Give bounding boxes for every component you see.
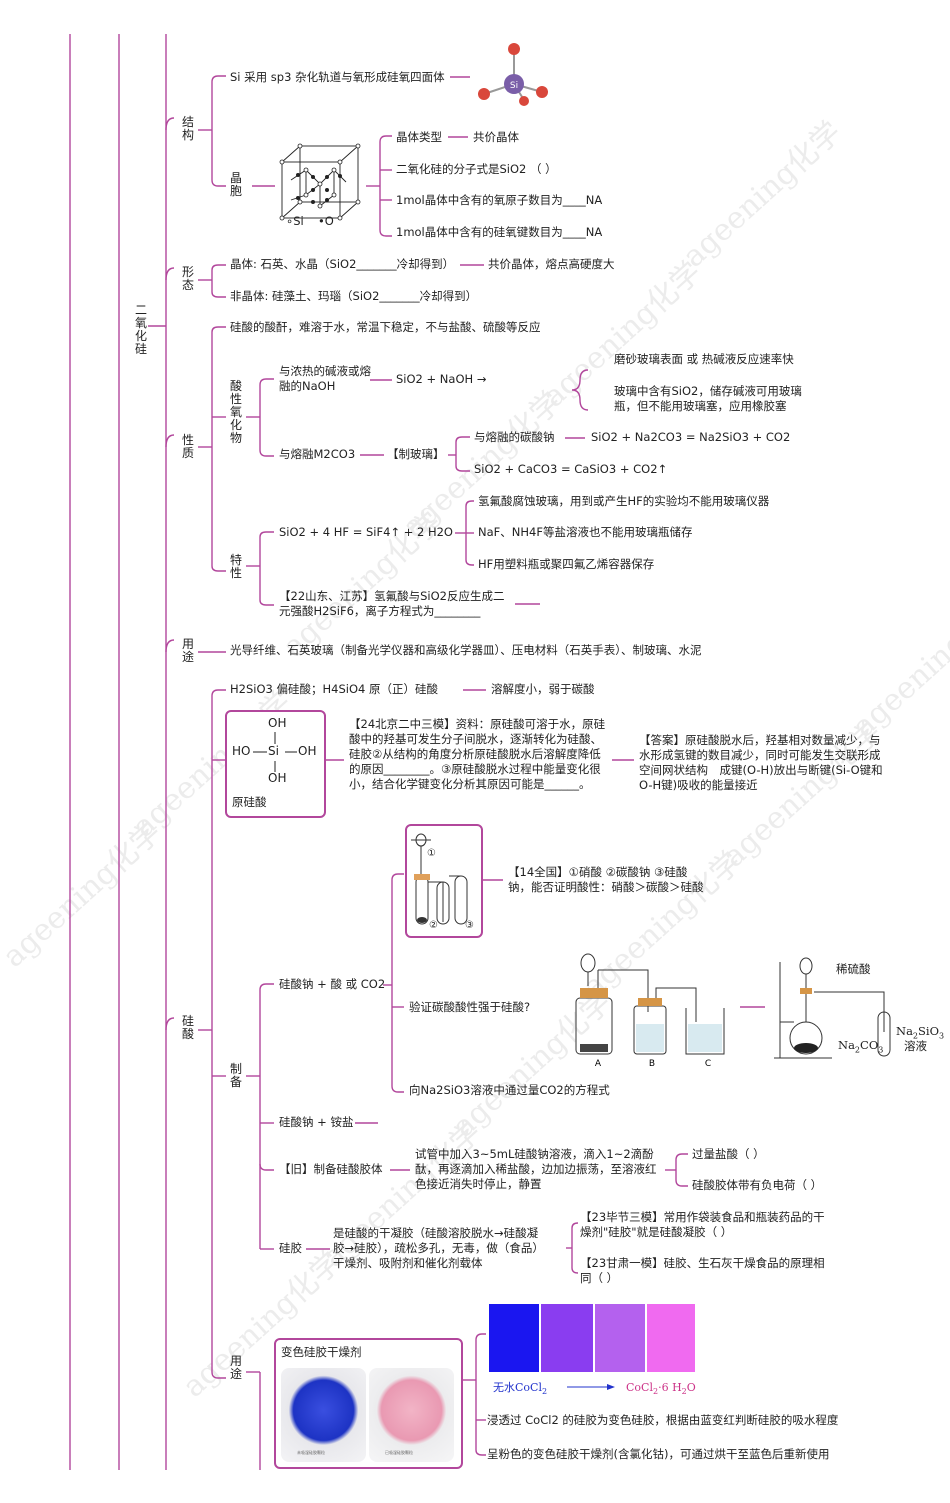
crystal-cell-diagram bbox=[279, 143, 361, 221]
node-cell: 晶胞 bbox=[229, 171, 242, 198]
oh-bottom: OH bbox=[268, 771, 287, 785]
special-note-2: NaF、NH4F等盐溶液也不能用玻璃瓶储存 bbox=[478, 525, 693, 539]
app-mark-1: ① bbox=[427, 848, 436, 859]
uses-text: 光导纤维、石英玻璃（制备光学仪器和高级化学器皿）、压电材料（石英手表）、制玻璃、… bbox=[230, 643, 702, 657]
acidic-base-equation: SiO2 + NaOH → bbox=[396, 372, 487, 386]
photo-pink-caption: 已吸湿硅胶颗粒 bbox=[385, 1450, 413, 1455]
label-b: B bbox=[649, 1059, 655, 1069]
apparatus-14-diagram bbox=[411, 833, 468, 925]
label-na2sio3: Na2SiO3 bbox=[896, 1024, 945, 1041]
acidic-na2co3: 与熔融的碳酸钠 bbox=[474, 430, 555, 444]
silicic-formula-line: H2SiO3 偏硅酸；H4SiO4 原（正）硅酸 bbox=[230, 682, 438, 696]
swatch-blue bbox=[489, 1304, 539, 1372]
legend-si: ∘Si bbox=[286, 214, 304, 228]
prep-old-colloid: 【旧】制备硅酸胶体 bbox=[279, 1162, 383, 1176]
acidic-base: 与浓热的碱液或熔融的NaOH bbox=[279, 364, 371, 393]
photo-pink-gel: 已吸湿硅胶颗粒 bbox=[369, 1368, 454, 1462]
special-exam: 【22山东、江苏】氢氟酸与SiO2反应生成二元强酸H2SiF6，离子方程式为__… bbox=[279, 589, 505, 618]
prop-anhydride: 硅酸的酸酐，难溶于水，常温下稳定，不与盐酸、硫酸等反应 bbox=[230, 320, 541, 334]
node-silicic-acid: 硅酸 bbox=[181, 1014, 194, 1041]
acidic-eq-caco3: SiO2 + CaCO3 = CaSiO3 + CO2↑ bbox=[474, 462, 668, 476]
node-properties: 性质 bbox=[181, 433, 194, 460]
orthosilicic-box: OH HO Si OH OH 原硅酸 bbox=[225, 710, 326, 818]
node-structure: 结构 bbox=[181, 115, 194, 142]
acidic-note-1: 磨砂玻璃表面 或 热碱液反应速率快 bbox=[614, 352, 794, 366]
form-noncrystal: 非晶体: 硅藻土、玛瑙（SiO2_______冷却得到） bbox=[230, 289, 478, 303]
cell-item-crystal-type: 晶体类型 bbox=[396, 130, 442, 144]
form-crystal: 晶体: 石英、水晶（SiO2_______冷却得到） bbox=[230, 257, 455, 271]
answer-24beijing: 【答案】原硅酸脱水后，羟基相对数量减少，与水形成氢键的数目减少，同时可能发生交联… bbox=[639, 733, 883, 792]
question-14national: 【14全国】①硝酸 ②碳酸钠 ③硅酸钠，能否证明酸性：硝酸＞碳酸＞硅酸 bbox=[508, 865, 704, 894]
acidic-m2co3: 与熔融M2CO3 bbox=[279, 447, 356, 461]
prep-acid-co2: 硅酸钠 + 酸 或 CO2 bbox=[279, 977, 386, 991]
crystal-type-answer: 共价晶体 bbox=[473, 130, 519, 144]
color-gel-box: 变色硅胶干燥剂 未吸湿硅胶颗粒 已吸湿硅胶颗粒 bbox=[274, 1338, 463, 1469]
gel-question-23a: 【23毕节三模】常用作袋装食品和瓶装药品的干燥剂"硅胶"就是硅酸凝胶（ ） bbox=[580, 1210, 825, 1239]
label-solution: 溶液 bbox=[904, 1039, 927, 1053]
arrow-icon bbox=[567, 1384, 615, 1390]
label-na2co3: Na2CO3 bbox=[838, 1038, 884, 1055]
node-form: 形态 bbox=[181, 265, 194, 292]
acidic-note-2: 玻璃中含有SiO2，储存碱液可用玻璃瓶，但不能用玻璃塞，应用橡胶塞 bbox=[614, 384, 802, 413]
root-node: 二氧化硅 bbox=[134, 303, 147, 356]
apparatus-abc-diagram: A B C bbox=[575, 953, 725, 1069]
label-cocl2-hydrate: CoCl2·6 H2O bbox=[626, 1381, 696, 1397]
acidic-glass-tag: 【制玻璃】 bbox=[387, 447, 445, 461]
gel-description: 是硅酸的干凝胶（硅酸溶胶脱水→硅酸凝胶→硅胶），疏松多孔，无毒，做（食品）干燥剂… bbox=[333, 1226, 544, 1270]
orthosilicic-bonds bbox=[253, 732, 297, 772]
node-silicic-use: 用途 bbox=[229, 1354, 242, 1381]
silicic-formula-note: 溶解度小，弱于碳酸 bbox=[491, 682, 595, 696]
node-special: 特性 bbox=[229, 553, 242, 580]
photo-blue-gel: 未吸湿硅胶颗粒 bbox=[281, 1368, 366, 1462]
swatch-pink bbox=[647, 1304, 695, 1372]
silicon-tetrahedron-molecule: Si bbox=[478, 43, 548, 106]
special-hf-equation: SiO2 + 4 HF = SiF4↑ + 2 H2O bbox=[279, 525, 453, 539]
special-note-3: HF用塑料瓶或聚四氟乙烯容器保存 bbox=[478, 557, 655, 571]
color-gel-title: 变色硅胶干燥剂 bbox=[281, 1345, 362, 1359]
apparatus-14-box: ① ② ③ bbox=[405, 824, 483, 938]
node-uses: 用途 bbox=[181, 637, 194, 664]
gel-question-23b: 【23甘肃一模】硅胶、生石灰干燥食品的原理相同（ ） bbox=[580, 1256, 825, 1285]
orthosilicic-caption: 原硅酸 bbox=[232, 795, 267, 809]
si-center: Si bbox=[268, 744, 279, 758]
cell-item-formula: 二氧化硅的分子式是SiO2 （ ） bbox=[396, 162, 557, 176]
prep-ammonium: 硅酸钠 + 铵盐 bbox=[279, 1115, 354, 1129]
cell-item-oxygen-count: 1mol晶体中含有的氧原子数目为____NA bbox=[396, 193, 603, 207]
si-atom-label: Si bbox=[510, 81, 518, 91]
use-description-2: 呈粉色的变色硅胶干燥剂(含氯化钴)，可通过烘干至蓝色后重新使用 bbox=[487, 1447, 830, 1461]
prep-judge-2: 硅酸胶体带有负电荷（ ） bbox=[692, 1178, 823, 1192]
ho-left: HO bbox=[232, 744, 251, 758]
label-c: C bbox=[705, 1059, 711, 1069]
prep-co2-equation: 向Na2SiO3溶液中通过量CO2的方程式 bbox=[409, 1083, 610, 1097]
acidic-eq-na2co3: SiO2 + Na2CO3 = Na2SiO3 + CO2 bbox=[591, 430, 791, 444]
swatch-violet bbox=[541, 1304, 593, 1372]
legend-o: •O bbox=[318, 214, 334, 228]
prep-procedure: 试管中加入3~5mL硅酸钠溶液，滴入1~2滴酚酞，再逐滴加入稀盐酸，边加边振荡，… bbox=[415, 1147, 657, 1191]
form-crystal-note: 共价晶体，熔点高硬度大 bbox=[488, 257, 615, 271]
node-gel: 硅胶 bbox=[279, 1241, 302, 1255]
apparatus-flask-diagram bbox=[774, 957, 891, 1059]
swatch-lilac bbox=[595, 1304, 645, 1372]
label-dilute-h2so4: 稀硫酸 bbox=[836, 962, 871, 976]
node-prep: 制备 bbox=[229, 1062, 242, 1089]
photo-blue-caption: 未吸湿硅胶颗粒 bbox=[297, 1450, 325, 1455]
oh-top: OH bbox=[268, 716, 287, 730]
oh-right: OH bbox=[298, 744, 317, 758]
node-acidic-oxide: 酸性氧化物 bbox=[229, 379, 242, 445]
label-anhydrous-cocl2: 无水CoCl2 bbox=[493, 1381, 548, 1397]
prep-verify: 验证碳酸酸性强于硅酸? bbox=[409, 1000, 531, 1014]
special-note-1: 氢氟酸腐蚀玻璃，用到或产生HF的实验均不能用玻璃仪器 bbox=[478, 494, 770, 508]
use-description-1: 浸透过 CoCl2 的硅胶为变色硅胶，根据由蓝变红判断硅胶的吸水程度 bbox=[487, 1413, 839, 1427]
question-24beijing: 【24北京二中三模】资料：原硅酸可溶于水，原硅酸中的羟基可发生分子间脱水，逐渐转… bbox=[349, 717, 606, 791]
prep-judge-1: 过量盐酸（ ） bbox=[692, 1147, 765, 1161]
app-mark-2: ② bbox=[429, 920, 438, 931]
cell-item-bond-count: 1mol晶体中含有的硅氧键数目为____NA bbox=[396, 225, 603, 239]
app-mark-3: ③ bbox=[465, 920, 474, 931]
si-tetrahedron-text: Si 采用 sp3 杂化轨道与氧形成硅氧四面体 bbox=[230, 70, 445, 84]
label-a: A bbox=[595, 1059, 602, 1069]
